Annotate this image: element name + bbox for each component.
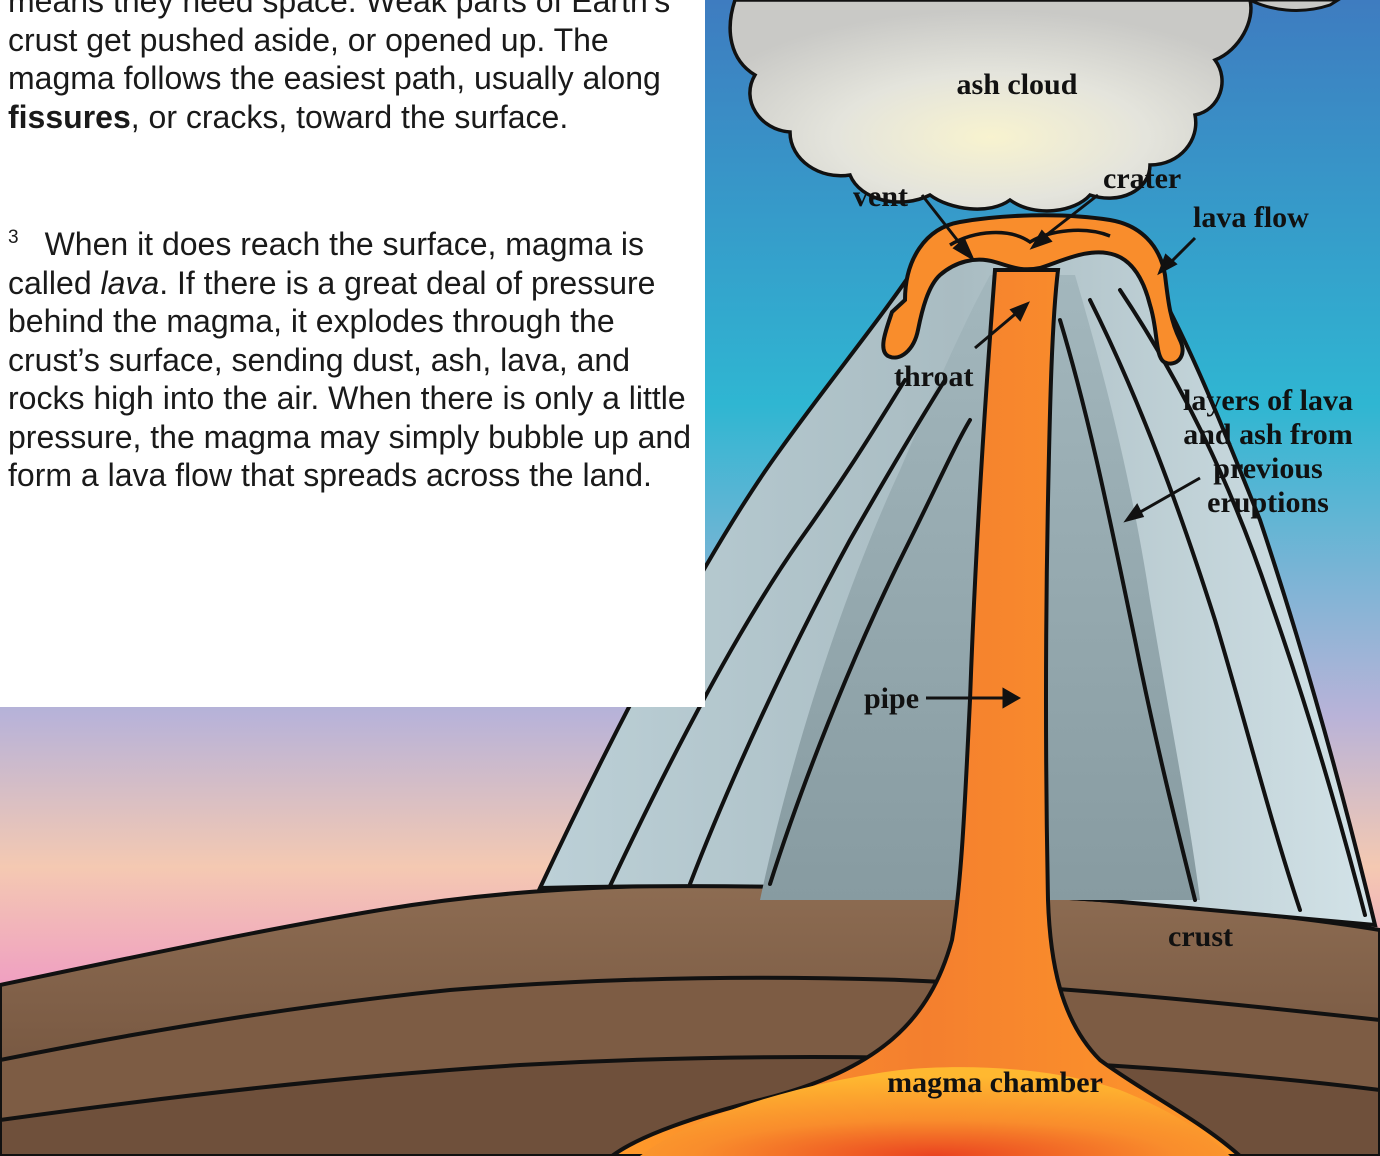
label-lava-flow: lava flow <box>1193 201 1309 234</box>
label-pipe: pipe <box>864 682 919 715</box>
label-vent: vent <box>853 180 908 213</box>
label-throat: throat <box>894 360 973 393</box>
label-magma-chamber: magma chamber <box>887 1066 1103 1099</box>
label-layers-line-4: eruptions <box>1207 486 1329 519</box>
label-crust: crust <box>1168 920 1233 953</box>
label-layers-line-1: layers of lava <box>1183 384 1353 417</box>
passage-text-panel: means they need space. Weak parts of Ear… <box>0 0 705 707</box>
vocab-term-lava: lava <box>101 265 160 301</box>
paragraph-number: 3 <box>8 227 19 248</box>
passage-paragraph-2: means they need space. Weak parts of Ear… <box>8 0 695 136</box>
passage-paragraph-3: 3When it does reach the surface, magma i… <box>8 225 695 495</box>
label-crater: crater <box>1103 162 1181 195</box>
para2-text-before: means they need space. Weak parts of Ear… <box>8 0 670 96</box>
para2-text-after: , or cracks, toward the surface. <box>131 99 569 135</box>
label-layers-line-2: and ash from <box>1183 418 1352 451</box>
vocab-term-fissures: fissures <box>8 99 131 135</box>
label-layers-line-3: previous <box>1213 452 1322 485</box>
label-ash-cloud: ash cloud <box>957 68 1078 101</box>
